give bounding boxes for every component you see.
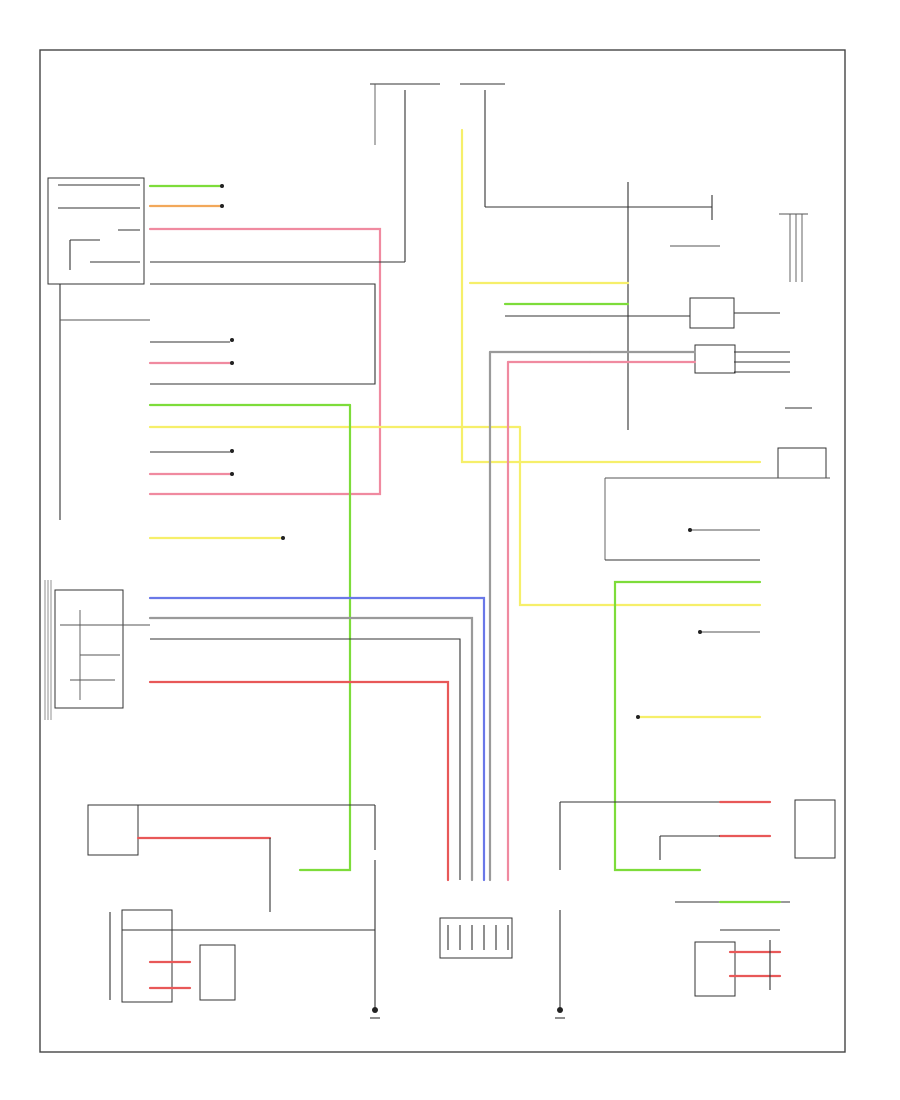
left-pin-wires [148,338,522,540]
wire-green-vertical-left [298,403,352,872]
wire-green-top [148,184,224,188]
right-relay-wires [488,302,697,882]
left-front-motor-block [109,860,378,1013]
right-front-motor-block [557,900,790,1013]
wire-black-ground-top [150,261,405,385]
wire-orange-top [148,204,224,208]
wire-pink-top [148,227,382,496]
left-lower-wires [148,596,486,882]
wire-green-right [613,580,762,872]
right-window-switch-connector [604,447,830,634]
left-rear-motor-block [87,804,376,912]
right-relay-box [689,297,812,409]
center-connector-bank [439,917,513,959]
wire-yellow-center [460,128,762,607]
left-window-switch [47,177,150,520]
left-lower-switch [44,580,150,720]
right-rear-motor-block [559,799,836,870]
diagram-frame [39,49,846,1053]
top-junction-block [370,83,808,430]
wire-yellow-right-lower [636,715,762,719]
